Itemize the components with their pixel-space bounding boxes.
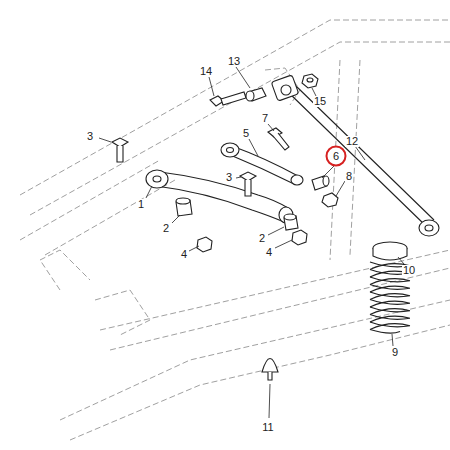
callout-number: 11 (261, 422, 274, 433)
callout-number: 4 (180, 249, 188, 260)
callout-number: 5 (242, 128, 250, 139)
coil-turn (370, 315, 410, 323)
callout-number: 10 (402, 265, 416, 276)
frame-outline (20, 20, 450, 440)
callout-number: 9 (391, 347, 399, 358)
callout-number: 12 (345, 136, 359, 147)
parts (112, 74, 439, 380)
coil-end (370, 330, 400, 334)
callout-number: 7 (261, 113, 269, 124)
callout-number: 13 (227, 56, 241, 67)
callout-number: 14 (199, 66, 213, 77)
highlight-circle: 6 (325, 145, 347, 167)
callout-number: 1 (137, 199, 145, 210)
coil-turn (370, 285, 410, 293)
coil-turn (370, 292, 410, 300)
callout-number: 6 (333, 151, 339, 162)
callout-number: 3 (86, 131, 94, 142)
callout-number: 3 (225, 172, 233, 183)
coil-turn (370, 322, 410, 330)
leader-lines (99, 67, 404, 418)
coil-turn (370, 277, 410, 285)
callout-number: 2 (258, 233, 266, 244)
callout-number: 4 (265, 247, 273, 258)
callout-number: 15 (313, 96, 327, 107)
coil-turn (370, 307, 410, 315)
coil-turn (370, 300, 410, 308)
callout-number: 2 (162, 223, 170, 234)
callout-number: 8 (345, 171, 353, 182)
